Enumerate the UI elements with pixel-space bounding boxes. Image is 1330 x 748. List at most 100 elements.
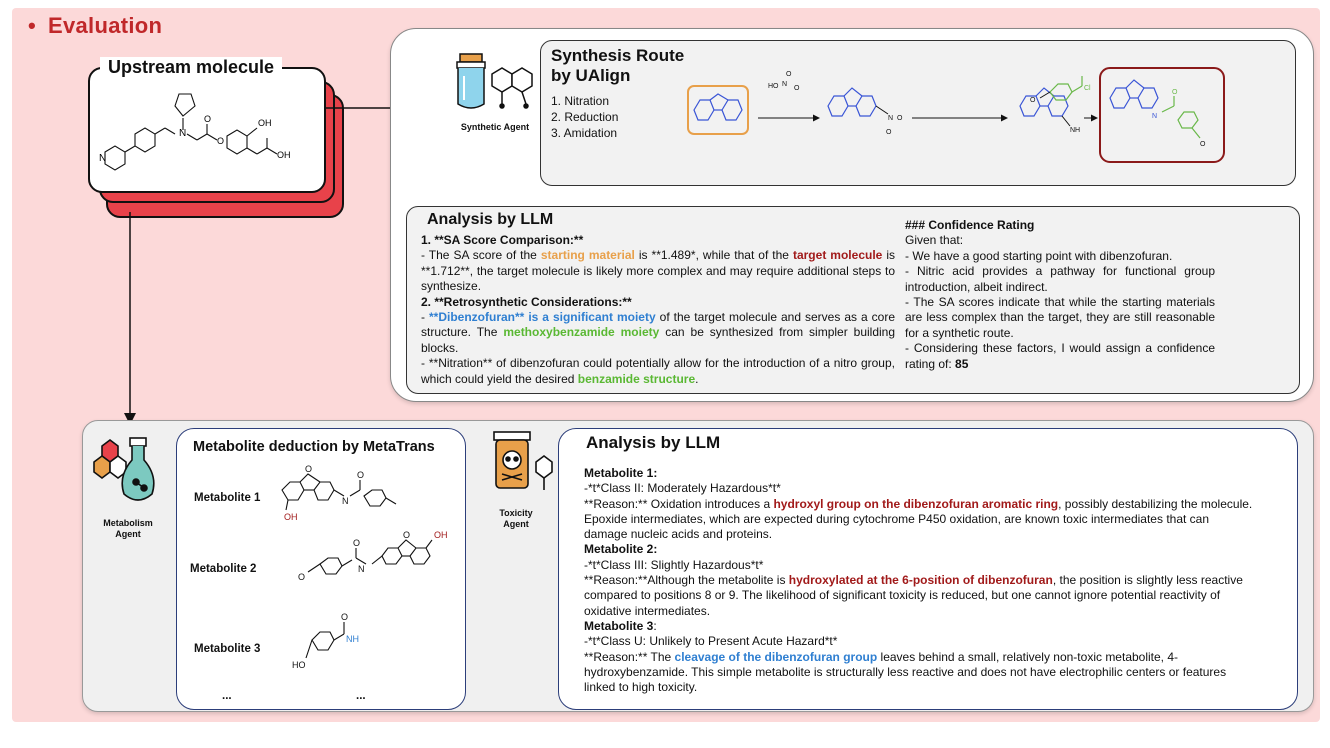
- toxicity-analysis-text: Metabolite 1: -*t*Class II: Moderately H…: [584, 466, 1254, 695]
- nitration-end: .: [695, 371, 699, 386]
- metabolite3-ho: HO: [292, 660, 306, 670]
- synthesis-steps-list: 1. Nitration 2. Reduction 3. Amidation: [551, 93, 618, 141]
- metabolite2-class: -*t*Class III: Slightly Hazardous*t*: [584, 557, 764, 572]
- retro-text-b: of the target molecule and serves as a c…: [421, 310, 895, 340]
- metabolite3-o: O: [341, 612, 348, 622]
- sa-text-a: - The SA score of the: [421, 248, 541, 263]
- metabolite2-reason: **Reason:**Although the metabolite is hy…: [584, 573, 1254, 619]
- metabolite2-reason-highlight: hydroxylated at the 6-position of dibenz…: [788, 573, 1053, 588]
- sa-text-b: is **1.489*, while that of the: [634, 248, 793, 263]
- figure-title: • Evaluation: [28, 13, 162, 39]
- confidence-line-text: - Considering these factors, I would ass…: [905, 341, 1215, 371]
- retro-methoxybenzamide: methoxybenzamide moiety: [503, 325, 660, 340]
- toxicity-agent-icon: [493, 431, 553, 490]
- metabolite1-n: N: [342, 496, 349, 506]
- synthetic-agent-label: Synthetic Agent: [460, 122, 530, 132]
- target-methoxy-o: O: [1200, 141, 1206, 148]
- methoxy-o: O: [1030, 97, 1036, 104]
- confidence-value: 85: [955, 356, 969, 371]
- sa-target-molecule: target molecule: [792, 248, 883, 263]
- acyl-cl: Cl: [1084, 85, 1091, 92]
- metabolite2-oh: OH: [434, 530, 448, 540]
- upstream-molecule-label: Upstream molecule: [100, 57, 283, 78]
- metabolite2-methoxy: O: [298, 572, 305, 582]
- metabolism-agent-label-line2: Agent: [115, 529, 141, 539]
- target-o: O: [1172, 89, 1178, 96]
- metabolite1-reason-a: **Reason:** Oxidation introduces a: [584, 496, 774, 511]
- toxicity-agent-label-line2: Agent: [503, 519, 529, 529]
- synthetic-agent-icon: [456, 53, 533, 109]
- sa-starting-material: starting material: [540, 248, 635, 263]
- upstream-molecule-structure: N N O O OH OH: [99, 93, 291, 171]
- confidence-line: - Nitric acid provides a pathway for fun…: [905, 264, 1215, 294]
- upstream-atom-n-ring: N: [99, 153, 106, 164]
- sa-paragraph: - The SA score of the starting material …: [421, 248, 895, 294]
- metabolite2-o-ring: O: [403, 530, 410, 540]
- nitro-o2: O: [886, 129, 892, 136]
- title-bullet: •: [28, 13, 37, 38]
- metabolite2-reason-b: , the position is slightly less reactive…: [584, 573, 1243, 618]
- metabolite3-title-row: Metabolite 3:: [584, 619, 1254, 634]
- nitration-paragraph: - **Nitration** of dibenzofuran could po…: [421, 356, 895, 387]
- nitro-o: O: [897, 115, 903, 122]
- synthesis-route-scheme: HO N O O N O O NH O Cl: [687, 67, 1225, 163]
- confidence-heading: ### Confidence Rating: [905, 218, 1035, 232]
- analysis-llm-heading-bottom: Analysis by LLM: [586, 433, 721, 452]
- nitration-text: - **Nitration** of dibenzofuran could po…: [421, 356, 895, 386]
- analysis-llm-left-text: 1. **SA Score Comparison:** - The SA sco…: [421, 233, 895, 387]
- reagent-o-right: O: [794, 85, 800, 92]
- metabolite-structures: OH O N O OH O N O O NH O HO: [281, 464, 448, 670]
- metabolite3-title: Metabolite 3: [584, 618, 654, 633]
- upstream-atom-n: N: [179, 128, 186, 139]
- reagent-n: N: [782, 81, 787, 88]
- toxicity-agent-label: Toxicity Agent: [488, 508, 544, 530]
- metabolite1-o: O: [357, 470, 364, 480]
- analysis-llm-heading-top: Analysis by LLM: [427, 211, 554, 228]
- amine-nh2: NH: [1070, 127, 1080, 134]
- reagent-o-top: O: [786, 71, 792, 78]
- confidence-line: - Considering these factors, I would ass…: [905, 341, 1215, 372]
- synthesis-route-title: Synthesis Route by UAlign: [551, 46, 684, 86]
- analysis-llm-box-bottom: [558, 428, 1298, 710]
- metabolite2-title: Metabolite 2:: [584, 542, 658, 557]
- metabolite1-title: Metabolite 1:: [584, 466, 658, 480]
- synthesis-step: 1. Nitration: [551, 94, 610, 108]
- metabolite-label-3: Metabolite 3: [194, 643, 261, 655]
- analysis-llm-box-top: [406, 206, 1300, 394]
- metabolism-agent-label-line1: Metabolism: [103, 518, 153, 528]
- sa-heading: 1. **SA Score Comparison:**: [421, 233, 584, 247]
- retro-heading: 2. **Retrosynthetic Considerations:**: [421, 294, 632, 309]
- metatrans-box: [176, 428, 466, 710]
- metabolite-ellipsis-left: ...: [222, 690, 232, 702]
- nitration-benzamide: benzamide structure: [577, 371, 696, 386]
- synthesis-route-title-line2: by UAlign: [551, 66, 631, 85]
- metabolite3-reason-highlight: cleavage of the dibenzofuran group: [674, 649, 878, 664]
- metabolite2-n: N: [358, 564, 365, 574]
- synthesis-step: 3. Amidation: [551, 126, 618, 140]
- metabolite1-reason-b: , possibly destabilizing the molecule. E…: [584, 496, 1253, 542]
- metabolism-agent-icon: [93, 437, 155, 501]
- metabolite1-oh: OH: [284, 512, 298, 522]
- metabolite1-class: -*t*Class II: Moderately Hazardous*t*: [584, 481, 781, 496]
- confidence-line: - The SA scores indicate that while the …: [905, 295, 1215, 340]
- sa-text-c: is **1.712**, the target molecule is lik…: [421, 248, 895, 294]
- confidence-line: - We have a good starting point with dib…: [905, 248, 1173, 263]
- retro-text-c: can be synthesized from simpler building…: [421, 325, 896, 355]
- synthesis-step: 2. Reduction: [551, 110, 619, 124]
- upstream-atom-oh: OH: [258, 118, 272, 128]
- metatrans-heading: Metabolite deduction by MetaTrans: [193, 439, 435, 455]
- synthesis-route-title-line1: Synthesis Route: [551, 46, 685, 65]
- metabolite1-reason-highlight: hydroxyl group on the dibenzofuran aroma…: [773, 496, 1059, 511]
- metabolite1-reason: **Reason:** Oxidation introduces a hydro…: [584, 497, 1254, 543]
- metabolite3-nh2: NH: [346, 634, 359, 644]
- retro-paragraph: - **Dibenzofuran** is a significant moie…: [421, 310, 895, 356]
- confidence-rating-text: ### Confidence Rating Given that: - We h…: [905, 218, 1215, 372]
- metabolite2-o: O: [353, 538, 360, 548]
- metabolism-agent-label: Metabolism Agent: [92, 518, 164, 540]
- metabolite-label-1: Metabolite 1: [194, 492, 261, 504]
- confidence-given: Given that:: [905, 233, 964, 248]
- title-text: Evaluation: [48, 13, 163, 38]
- upstream-atom-o2: O: [217, 136, 224, 146]
- retro-dibenzofuran: **Dibenzofuran** is a significant moiety: [428, 310, 656, 325]
- metabolite3-reason-b: leaves behind a small, relatively non-to…: [584, 649, 1227, 695]
